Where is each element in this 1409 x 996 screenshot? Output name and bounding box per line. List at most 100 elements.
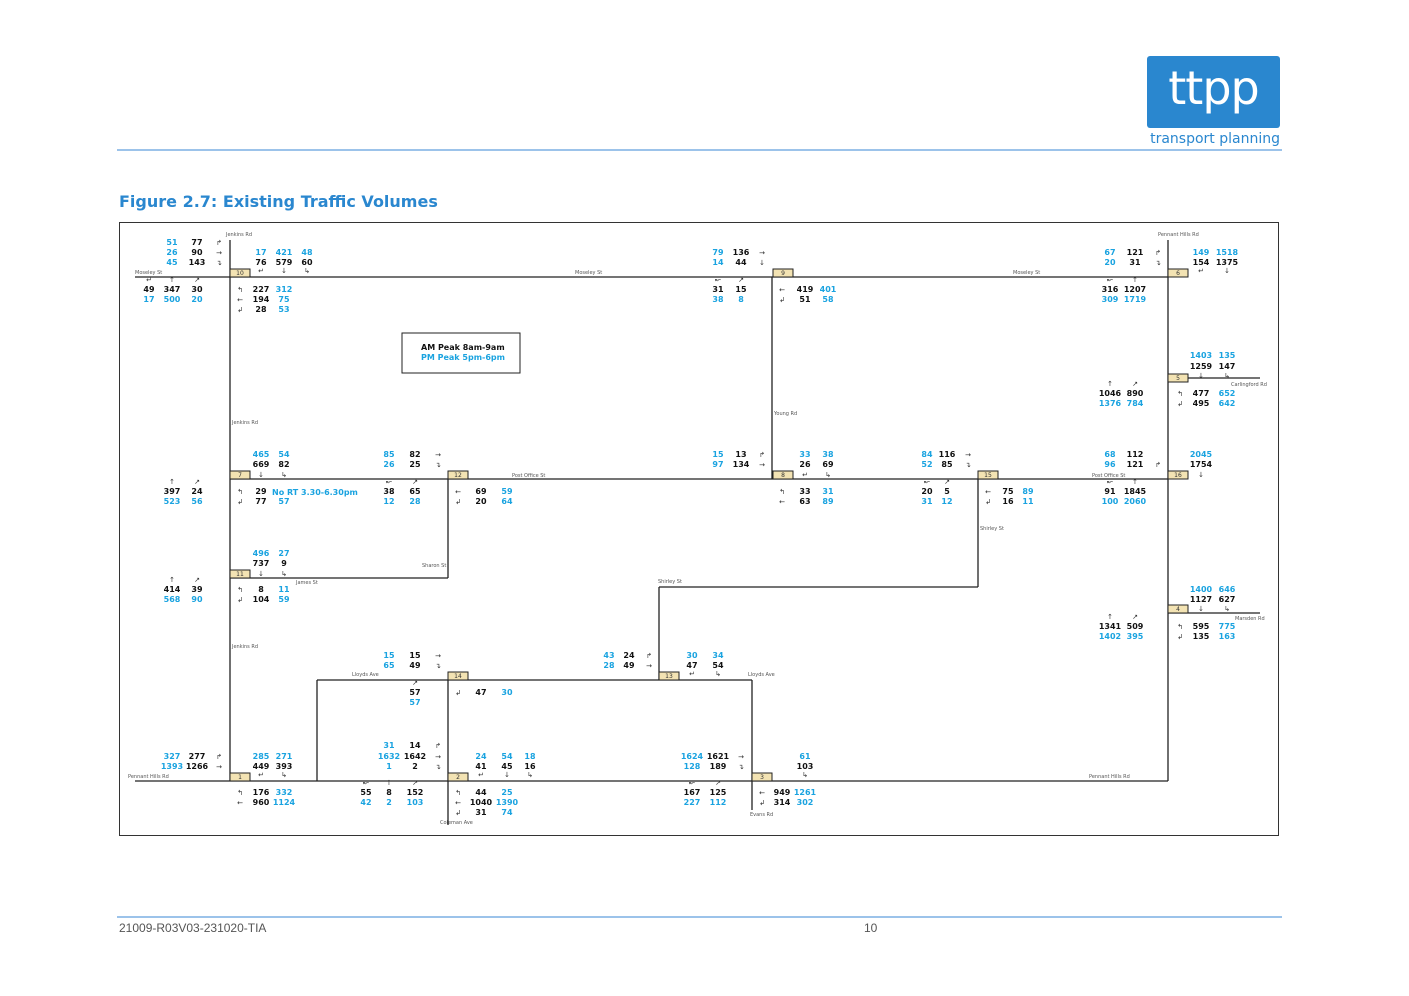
turn-arrow-icon: ↲ (1177, 400, 1183, 408)
volume-value: 227 (684, 798, 701, 807)
volume-value: 277 (189, 752, 206, 761)
volume-value: 24 (191, 487, 203, 496)
volume-value: 154 (1193, 258, 1210, 267)
volume-value: 69 (822, 460, 834, 469)
turn-arrow-icon: ↵ (146, 276, 152, 284)
volume-value: 65 (383, 661, 395, 670)
volume-value: 45 (166, 258, 178, 267)
node-marker (1167, 470, 1189, 480)
volume-value: 509 (1127, 622, 1144, 631)
volume-value: 103 (407, 798, 424, 807)
street-label: Lloyds Ave (748, 672, 775, 678)
volume-value: 421 (276, 248, 293, 257)
turn-arrow-icon: ↜ (1107, 276, 1113, 284)
volume-value: 8 (386, 788, 392, 797)
volume-value: 271 (276, 752, 293, 761)
volume-value: 1341 (1099, 622, 1122, 631)
turn-arrow-icon: ↴ (435, 662, 441, 670)
volume-value: 31 (475, 808, 487, 817)
volume-value: 65 (409, 487, 421, 496)
volume-value: 75 (278, 295, 290, 304)
volume-value: 890 (1127, 389, 1144, 398)
turn-arrow-icon: ↑ (169, 576, 175, 584)
volume-value: 2 (386, 798, 392, 807)
volume-value: 33 (799, 450, 810, 459)
volume-value: 1632 (378, 752, 400, 761)
volume-value: 332 (276, 788, 293, 797)
volume-value: 1261 (794, 788, 817, 797)
volume-value: 61 (799, 752, 811, 761)
volume-value: 14 (409, 741, 421, 750)
volume-value: 54 (278, 450, 290, 459)
turn-arrow-icon: ↑ (1107, 380, 1113, 388)
turn-arrow-icon: ↓ (258, 570, 264, 578)
volume-value: 128 (684, 762, 701, 771)
figure-title: Figure 2.7: Existing Traffic Volumes (119, 192, 438, 211)
turn-arrow-icon: ↴ (1155, 259, 1161, 267)
volume-value: 100 (1102, 497, 1119, 506)
turn-arrow-icon: ↱ (1155, 461, 1161, 469)
volume-value: 595 (1193, 622, 1210, 631)
turn-arrow-icon: → (646, 662, 652, 670)
node-marker (772, 470, 794, 480)
turn-arrow-icon: → (216, 763, 222, 771)
street-label: Post Office St (1092, 473, 1125, 479)
turn-arrow-icon: ↳ (715, 670, 721, 678)
node-number: 7 (238, 472, 242, 479)
volume-value: 18 (524, 752, 536, 761)
volume-value: 1400 (1190, 585, 1213, 594)
turn-arrow-icon: ↴ (738, 763, 744, 771)
turn-arrow-icon: ← (455, 799, 461, 807)
turn-arrow-icon: ↓ (1198, 605, 1204, 613)
turn-arrow-icon: → (435, 652, 441, 660)
volume-value: 12 (941, 497, 952, 506)
volume-value: 48 (301, 248, 313, 257)
street-label: Moseley St (575, 270, 602, 276)
turn-arrow-icon: ↵ (258, 771, 264, 779)
volume-value: 312 (276, 285, 293, 294)
volume-value: 43 (603, 651, 614, 660)
volume-value: 53 (278, 305, 289, 314)
turn-arrow-icon: ↱ (1155, 249, 1161, 257)
volume-value: 20 (921, 487, 933, 496)
volume-value: 309 (1102, 295, 1119, 304)
volume-value: 9 (281, 559, 287, 568)
node-number: 14 (454, 673, 462, 680)
volume-value: 347 (164, 285, 181, 294)
turn-arrow-icon: → (435, 753, 441, 761)
volume-value: 49 (409, 661, 421, 670)
turn-arrow-icon: ↓ (504, 771, 510, 779)
turn-arrow-icon: ↗ (194, 478, 200, 486)
node-marker (447, 671, 469, 681)
volume-value: 135 (1219, 351, 1236, 360)
legend-pm: PM Peak 5pm-6pm (421, 353, 505, 362)
volume-value: 669 (253, 460, 270, 469)
turn-arrow-icon: ↲ (237, 306, 243, 314)
node-marker (1167, 604, 1189, 614)
volume-value: 90 (191, 595, 203, 604)
turn-arrow-icon: → (435, 451, 441, 459)
turn-arrow-icon: ↲ (779, 296, 785, 304)
turn-arrow-icon: ↰ (237, 789, 243, 797)
volume-value: 103 (797, 762, 814, 771)
turn-arrow-icon: ↗ (412, 779, 418, 787)
turn-arrow-icon: ↗ (1132, 380, 1138, 388)
volume-value: 500 (164, 295, 181, 304)
volume-value: 414 (164, 585, 181, 594)
volume-value: 38 (822, 450, 834, 459)
diagram-frame (119, 222, 1279, 836)
volume-value: 34 (712, 651, 724, 660)
turn-arrow-icon: ↜ (386, 478, 392, 486)
volume-value: 20 (475, 497, 487, 506)
volume-value: 1621 (707, 752, 730, 761)
volume-value: 59 (501, 487, 513, 496)
node-marker (447, 772, 469, 782)
node-number: 1 (238, 774, 242, 781)
node-number: 3 (760, 774, 764, 781)
node-number: 13 (665, 673, 673, 680)
street-label: Pennant Hills Rd (1089, 774, 1130, 780)
volume-value: 1642 (404, 752, 426, 761)
turn-arrow-icon: ↜ (924, 478, 930, 486)
node-number: 10 (236, 270, 244, 277)
